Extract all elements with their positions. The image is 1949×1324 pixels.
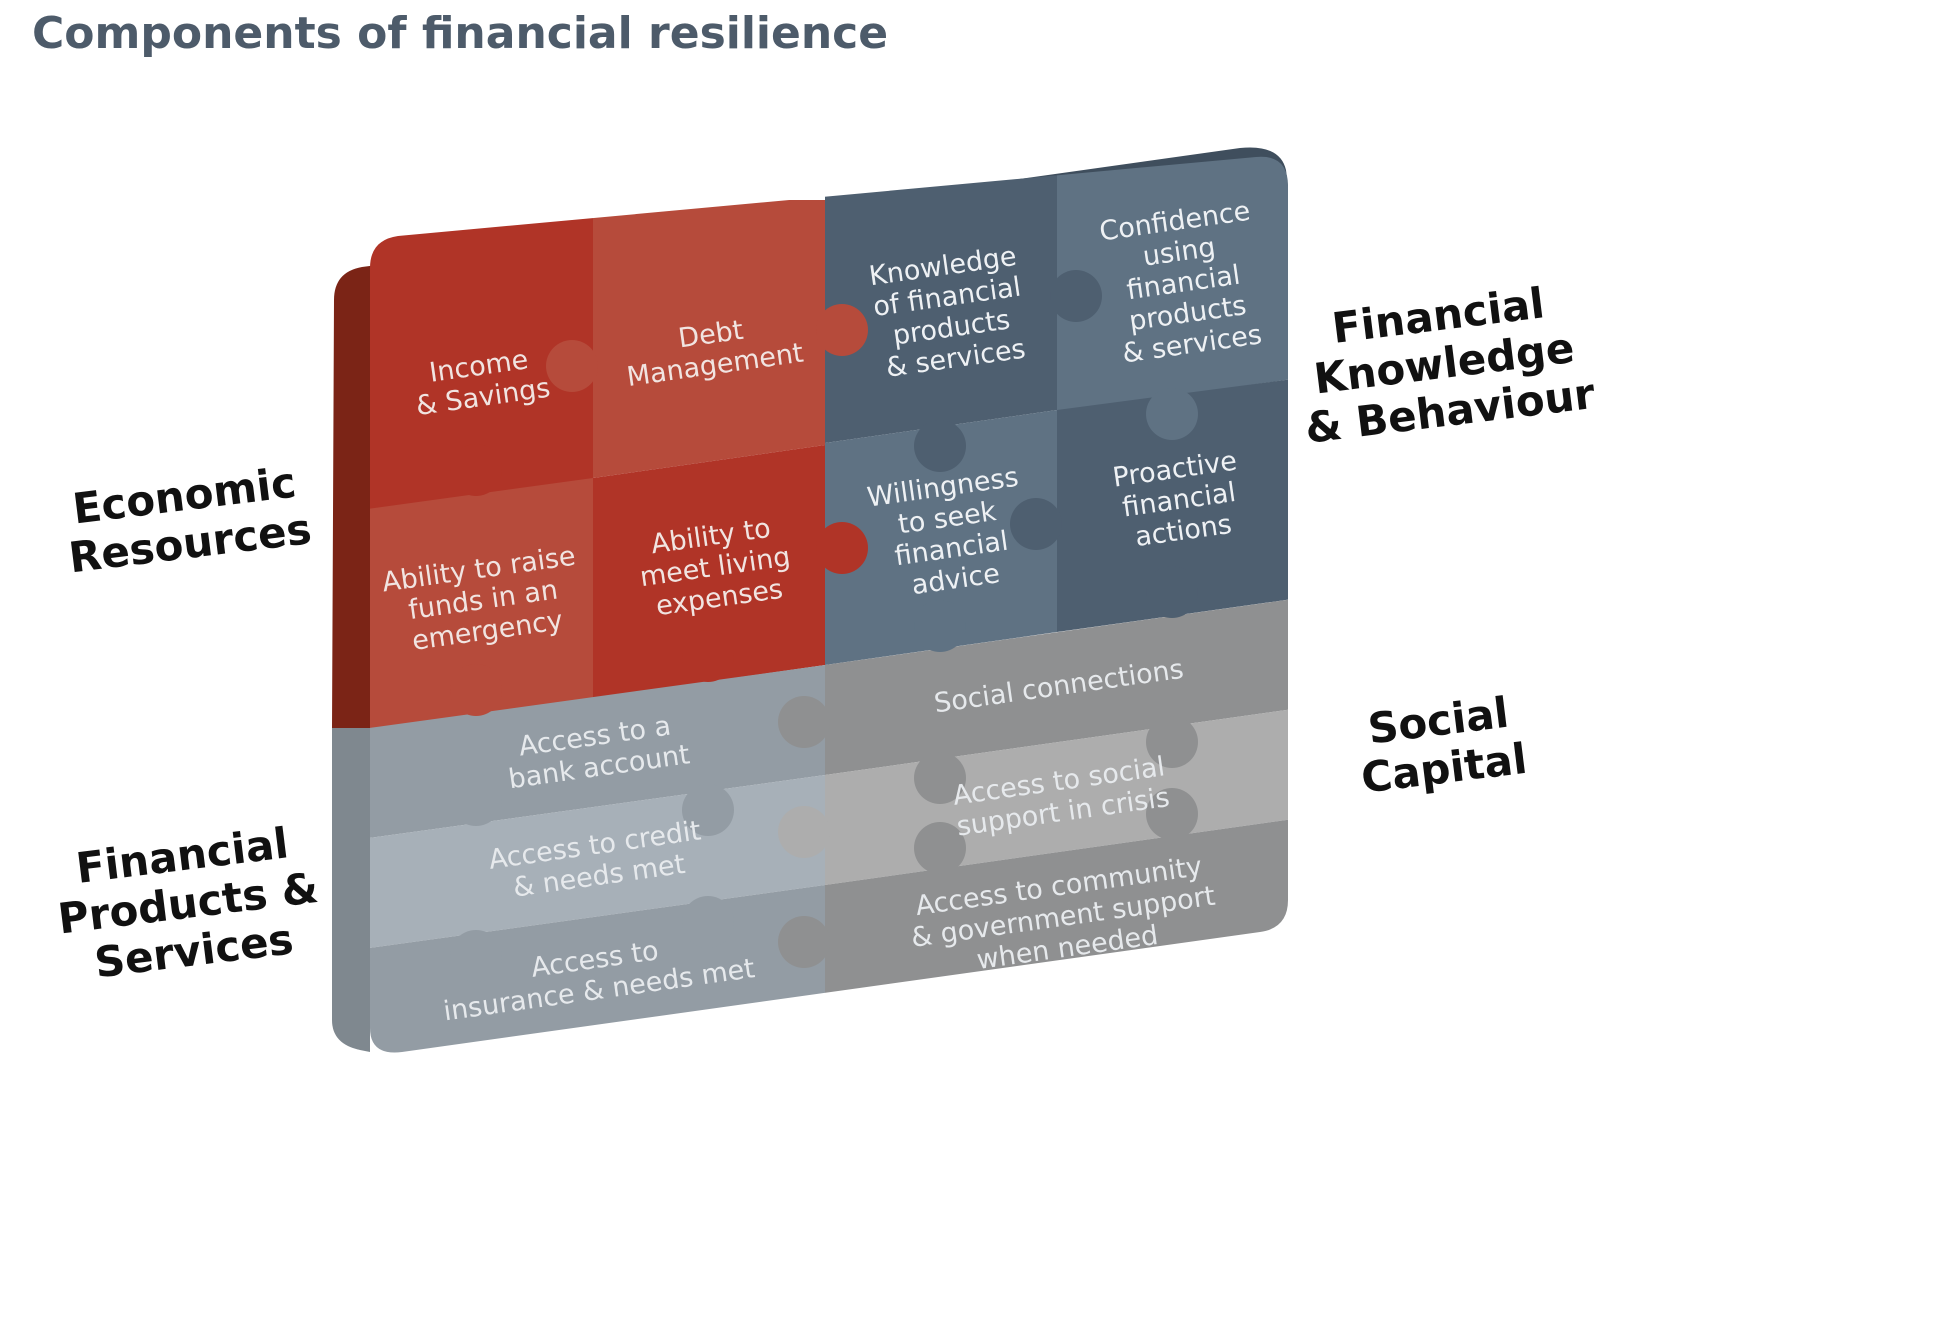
category-labels: EconomicResources FinancialKnowledge& Be… [49,274,1598,991]
piece-social-connections [825,598,1288,775]
board-edge-grey [332,728,370,1052]
label-knowledge-products: Knowledgeof financialproducts& services [867,241,1032,384]
category-financial-products-services: FinancialProducts &Services [49,815,326,991]
piece-debt-management [593,200,825,478]
piece-proactive-actions [1057,378,1288,632]
piece-income-savings [370,200,593,520]
category-economic-resources: EconomicResources [60,456,314,582]
puzzle-tabs [450,270,1198,982]
category-social-capital: SocialCapital [1353,686,1530,803]
category-financial-knowledge-behaviour: FinancialKnowledge& Behaviour [1291,274,1598,453]
piece-willingness-advice [825,410,1057,665]
piece-confidence [1057,156,1288,412]
piece-living-expenses [593,445,825,698]
page-title: Components of financial resilience [32,8,889,59]
label-willingness-advice: Willingnessto seekfinancialadvice [865,462,1033,606]
piece-raise-funds [370,478,593,732]
piece-knowledge-products [825,156,1057,443]
